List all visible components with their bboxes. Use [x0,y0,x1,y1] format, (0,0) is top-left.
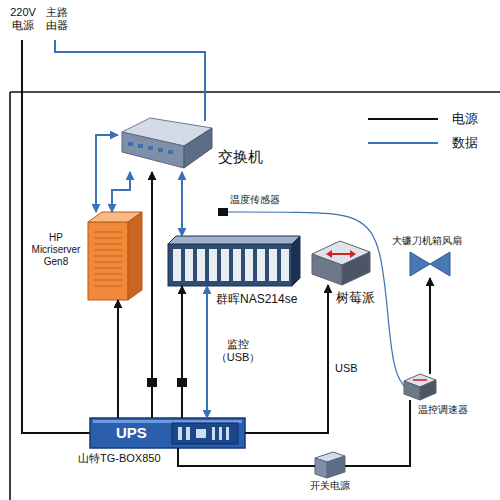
frame-line [9,92,11,500]
legend-item: 数据 [368,134,478,152]
connector [429,278,431,374]
mains-wire [22,40,90,433]
psu-node: 开关电源 [315,452,345,478]
pi-node: 树莓派 [312,240,370,285]
nas-node: 群晖NAS214se [168,236,300,286]
network-switch: 交换机 [118,118,212,172]
node-label: 温控调速器 [418,404,468,416]
connector [117,300,119,418]
edge-label: USB [333,362,360,375]
server-node: HP Micriserver Gen8 [88,212,142,300]
legend-item: 电源 [368,110,478,128]
node-label: 山特TG-BOX850 [78,452,161,465]
fan-node: 大镰刀机箱风扇 [410,250,450,278]
legend-text: 数据 [452,135,478,150]
node-label: 交换机 [218,148,263,166]
node-label: HP Micriserver Gen8 [27,232,85,267]
psu-icon [315,452,345,478]
connector [206,286,208,418]
node-label: 大镰刀机箱风扇 [392,235,462,247]
controller-node: 温控调速器 [404,374,436,400]
legend-text: 电源 [452,111,478,126]
node-label: 开关电源 [310,480,350,492]
router-wire [55,40,205,121]
node-label: 树莓派 [336,290,375,305]
connector [96,135,118,212]
frame-line [10,91,500,93]
nas-icon [168,236,300,286]
connector [345,400,410,466]
connector [181,286,183,418]
connector [181,172,183,236]
connector [151,172,153,418]
switch-icon [122,118,212,168]
ups-node: UPS山特TG-BOX850 [90,418,245,448]
controller-icon [404,374,436,400]
pi-icon [312,241,370,285]
sensor-node: 温度传感器 [218,208,228,216]
edge-label: 监控 （USB） [211,338,265,364]
note-label: 220V 电源 [6,6,40,32]
node-label: UPS [116,424,147,442]
legend-line [368,142,438,144]
note-label: 主路 由器 [44,6,70,32]
ups-icon [90,418,245,448]
connector [178,448,315,466]
fan-icon [410,252,450,276]
node-label: 温度传感器 [230,194,280,206]
connector [112,172,130,212]
server-icon [88,212,142,300]
legend-line [368,118,438,120]
node-label: 群晖NAS214se [216,292,297,306]
